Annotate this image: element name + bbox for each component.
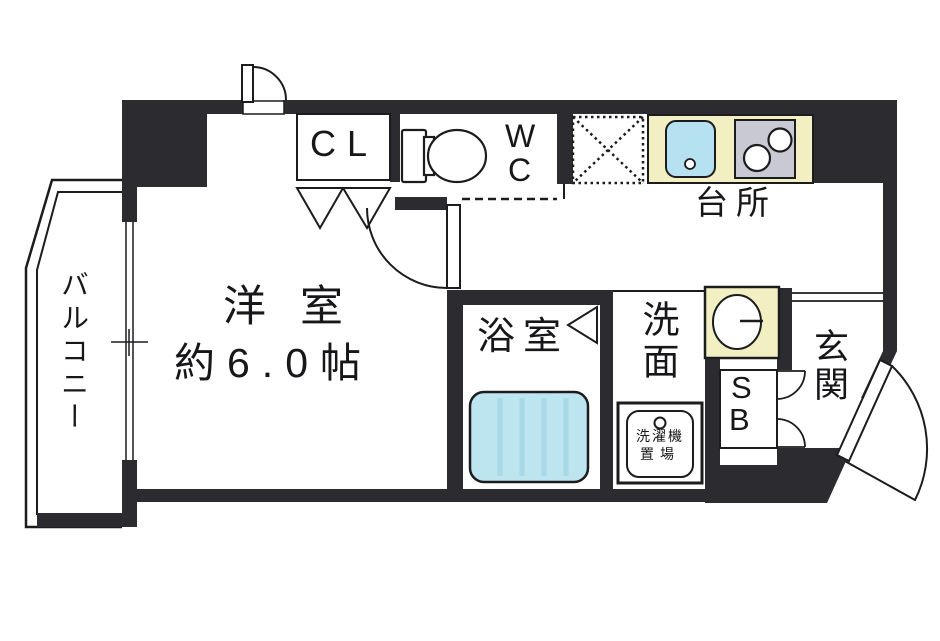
entrance-label: 玄関 — [809, 328, 848, 404]
refrigerator-space-icon — [571, 115, 645, 185]
washbasin-icon — [703, 285, 781, 360]
sink-drain-icon — [684, 158, 696, 170]
bathroom-fixtures — [468, 305, 598, 484]
shoe-box-label-line2: B — [729, 402, 750, 437]
wall-bath-right — [600, 290, 613, 502]
room-door-swing-icon — [366, 204, 461, 289]
sliding-window-icon — [111, 222, 148, 460]
washroom-label: 洗面 — [637, 300, 678, 384]
shoe-box — [719, 369, 806, 449]
wall-cl-wc-divider — [390, 114, 400, 182]
wall-right — [883, 114, 897, 351]
wall-washroom-right — [777, 288, 792, 370]
laundry-label-line2: 置場 — [640, 446, 680, 462]
toilet-label-line1: W — [505, 118, 536, 154]
entrance-door-swing-icon — [842, 365, 929, 502]
toilet-icon — [400, 128, 488, 184]
kitchen-sink-icon — [665, 120, 716, 178]
kitchen-label: 台所 — [695, 184, 777, 221]
wall-wc-bottom-stub — [395, 197, 447, 210]
main-room-label: 洋室 — [223, 283, 377, 331]
balcony-label: バルコニー — [58, 270, 89, 435]
burner-icon — [742, 143, 772, 173]
wall-top-main — [283, 100, 813, 114]
burner-icon — [767, 127, 793, 153]
wall-left-lower — [122, 460, 137, 527]
bath-folding-door-icon — [566, 305, 598, 345]
washing-machine-icon — [616, 401, 704, 485]
wall-left-upper — [122, 100, 137, 222]
toilet-label-line2: C — [508, 152, 532, 188]
kitchen-counter — [647, 114, 814, 184]
main-room-area-label: 約6.0帖 — [174, 340, 373, 386]
wall-balcony-bottom — [37, 513, 122, 527]
closet-label: CL — [310, 123, 379, 164]
bathroom-label: 浴室 — [477, 316, 570, 358]
wall-bottom — [130, 489, 820, 502]
wall-sb-left — [705, 358, 720, 503]
entrance-step-lines — [792, 292, 883, 302]
closet-box — [295, 113, 392, 231]
wall-bath-top — [447, 290, 613, 305]
entrance-door-leaf-icon — [835, 358, 894, 463]
double-door-icon — [776, 370, 806, 448]
wall-bath-left — [447, 290, 463, 502]
room-top-door-swing-icon — [241, 64, 287, 115]
shoe-box-label-line1: S — [731, 370, 752, 405]
bathtub-icon — [468, 390, 590, 484]
folding-door-icon — [295, 187, 392, 231]
wall-wc-right — [557, 114, 573, 184]
laundry-label-line1: 洗濯機 — [636, 428, 684, 444]
bathtub-texture — [497, 398, 569, 476]
